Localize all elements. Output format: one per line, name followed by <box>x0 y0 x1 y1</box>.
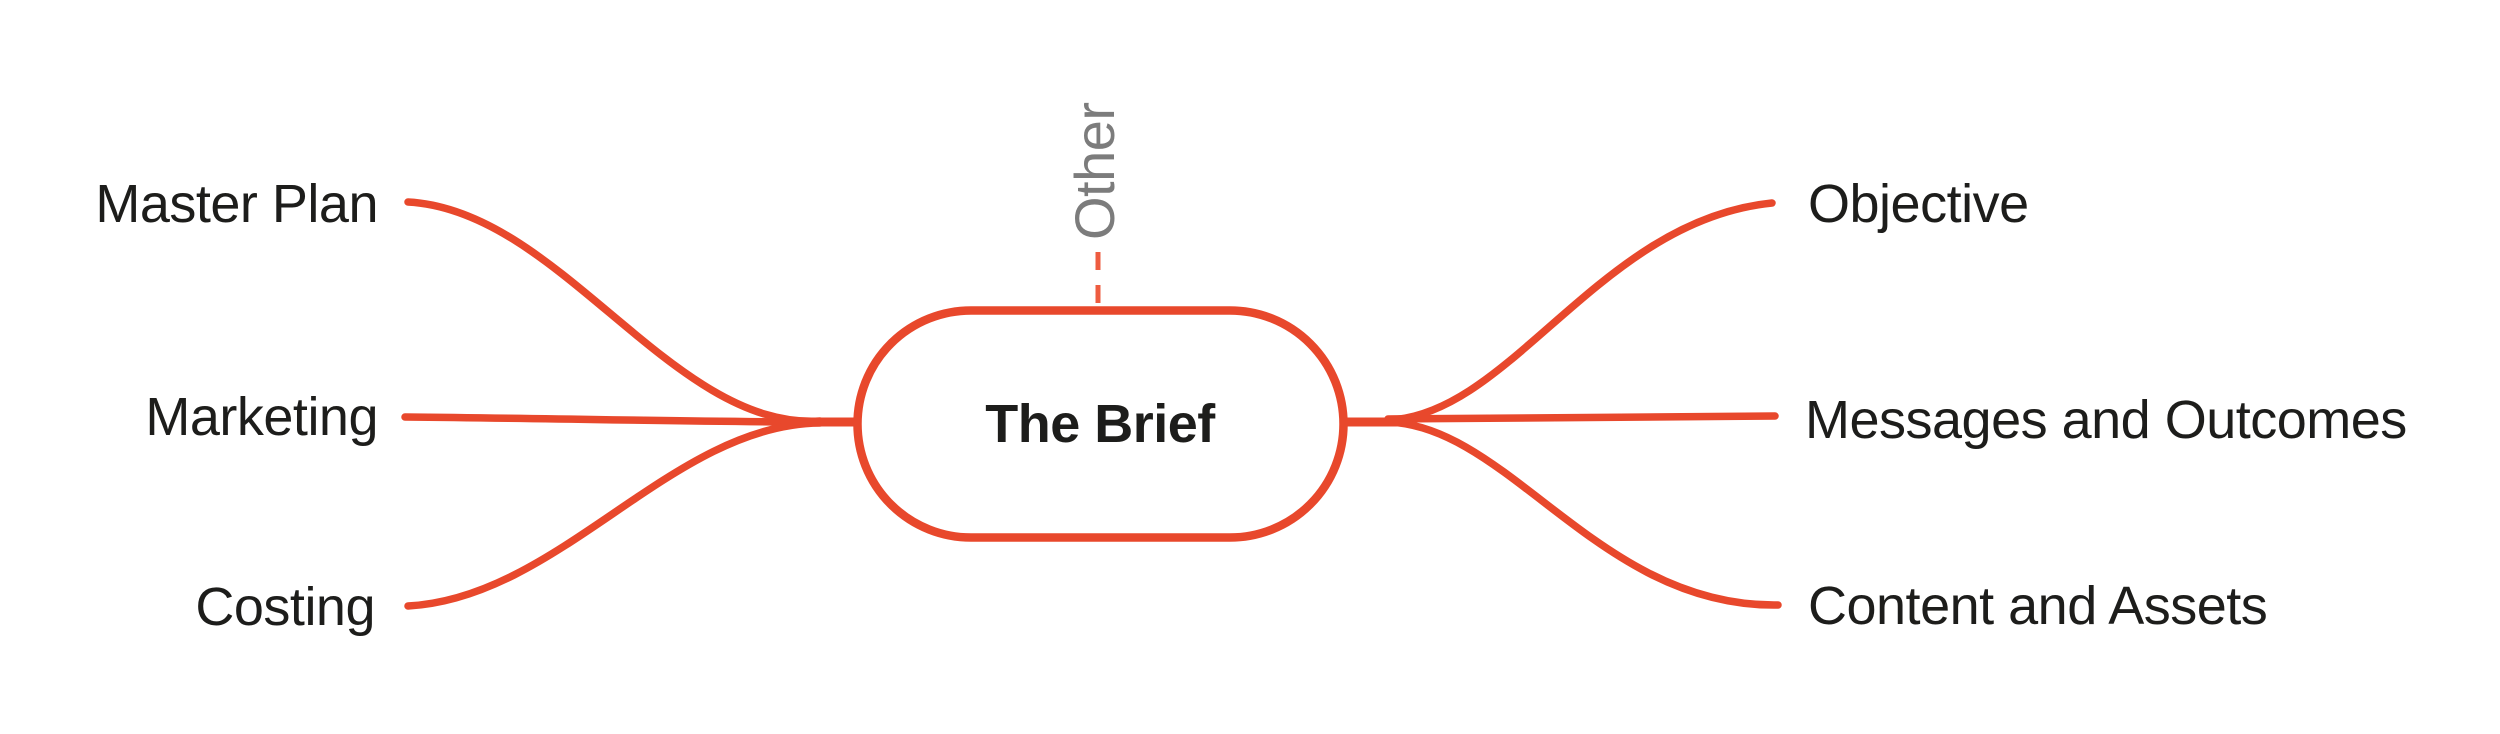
branch-line-messages-and-outcomes <box>1384 412 1779 423</box>
topic-label-marketing[interactable]: Marketing <box>145 387 378 447</box>
central-node[interactable]: The Brief <box>853 306 1348 542</box>
topic-label-objective[interactable]: Objective <box>1808 174 2029 234</box>
topic-label-master-plan[interactable]: Master Plan <box>95 174 378 234</box>
branch-line-objective <box>1384 199 1776 424</box>
topic-label-messages-and-outcomes[interactable]: Messages and Outcomes <box>1805 390 2407 450</box>
topic-label-content-and-assets[interactable]: Content and Assets <box>1808 576 2268 636</box>
branch-line-content-and-assets <box>1384 418 1782 609</box>
topic-label-costing[interactable]: Costing <box>195 577 375 637</box>
branch-line-costing <box>404 419 824 610</box>
left-topic-labels: Master Plan Marketing Costing <box>95 174 378 637</box>
right-branch-connectors <box>1339 199 1782 609</box>
central-node-shape[interactable] <box>853 306 1348 542</box>
central-node-label: The Brief <box>985 394 1216 454</box>
right-topic-labels: Objective Messages and Outcomes Content … <box>1805 174 2407 636</box>
branch-line-master-plan <box>404 198 824 425</box>
branch-line-marketing <box>401 413 824 426</box>
floating-topic-label-other[interactable]: Other <box>1063 102 1126 240</box>
left-branch-connectors <box>401 198 863 610</box>
